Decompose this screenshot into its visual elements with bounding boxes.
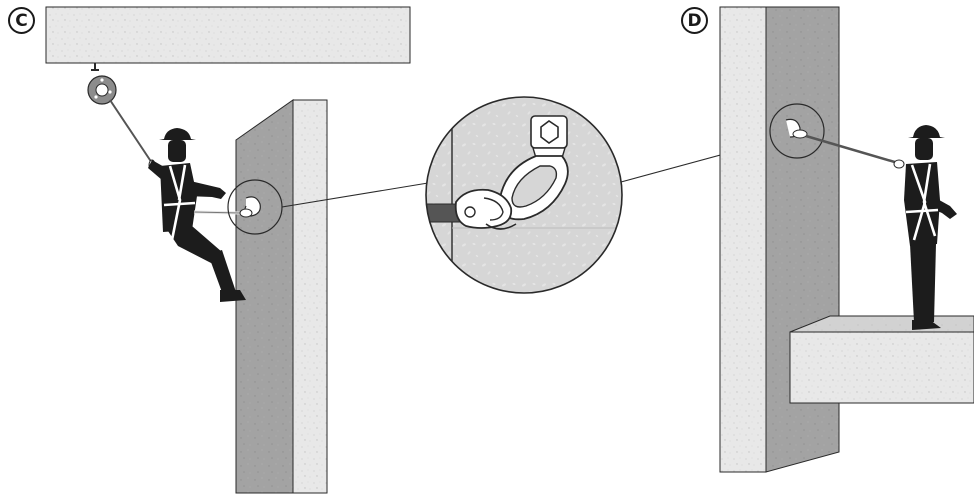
worker-c [148, 128, 246, 302]
panel-label-c: C [8, 7, 35, 34]
wall-d-side [720, 7, 766, 472]
floor-slab-front [790, 332, 974, 403]
ceiling-anchor-icon [88, 63, 116, 104]
snap-hook-icon [894, 160, 904, 168]
wall-c-side [293, 100, 327, 493]
panel-label-d: D [681, 7, 708, 34]
lifeline-c [110, 100, 152, 163]
ceiling-slab [46, 7, 410, 63]
panel-d-scene [720, 7, 974, 472]
worker-d [904, 125, 957, 330]
detail-magnifier [420, 90, 630, 300]
wall-c-front [236, 100, 293, 493]
panel-c-scene [46, 7, 410, 493]
